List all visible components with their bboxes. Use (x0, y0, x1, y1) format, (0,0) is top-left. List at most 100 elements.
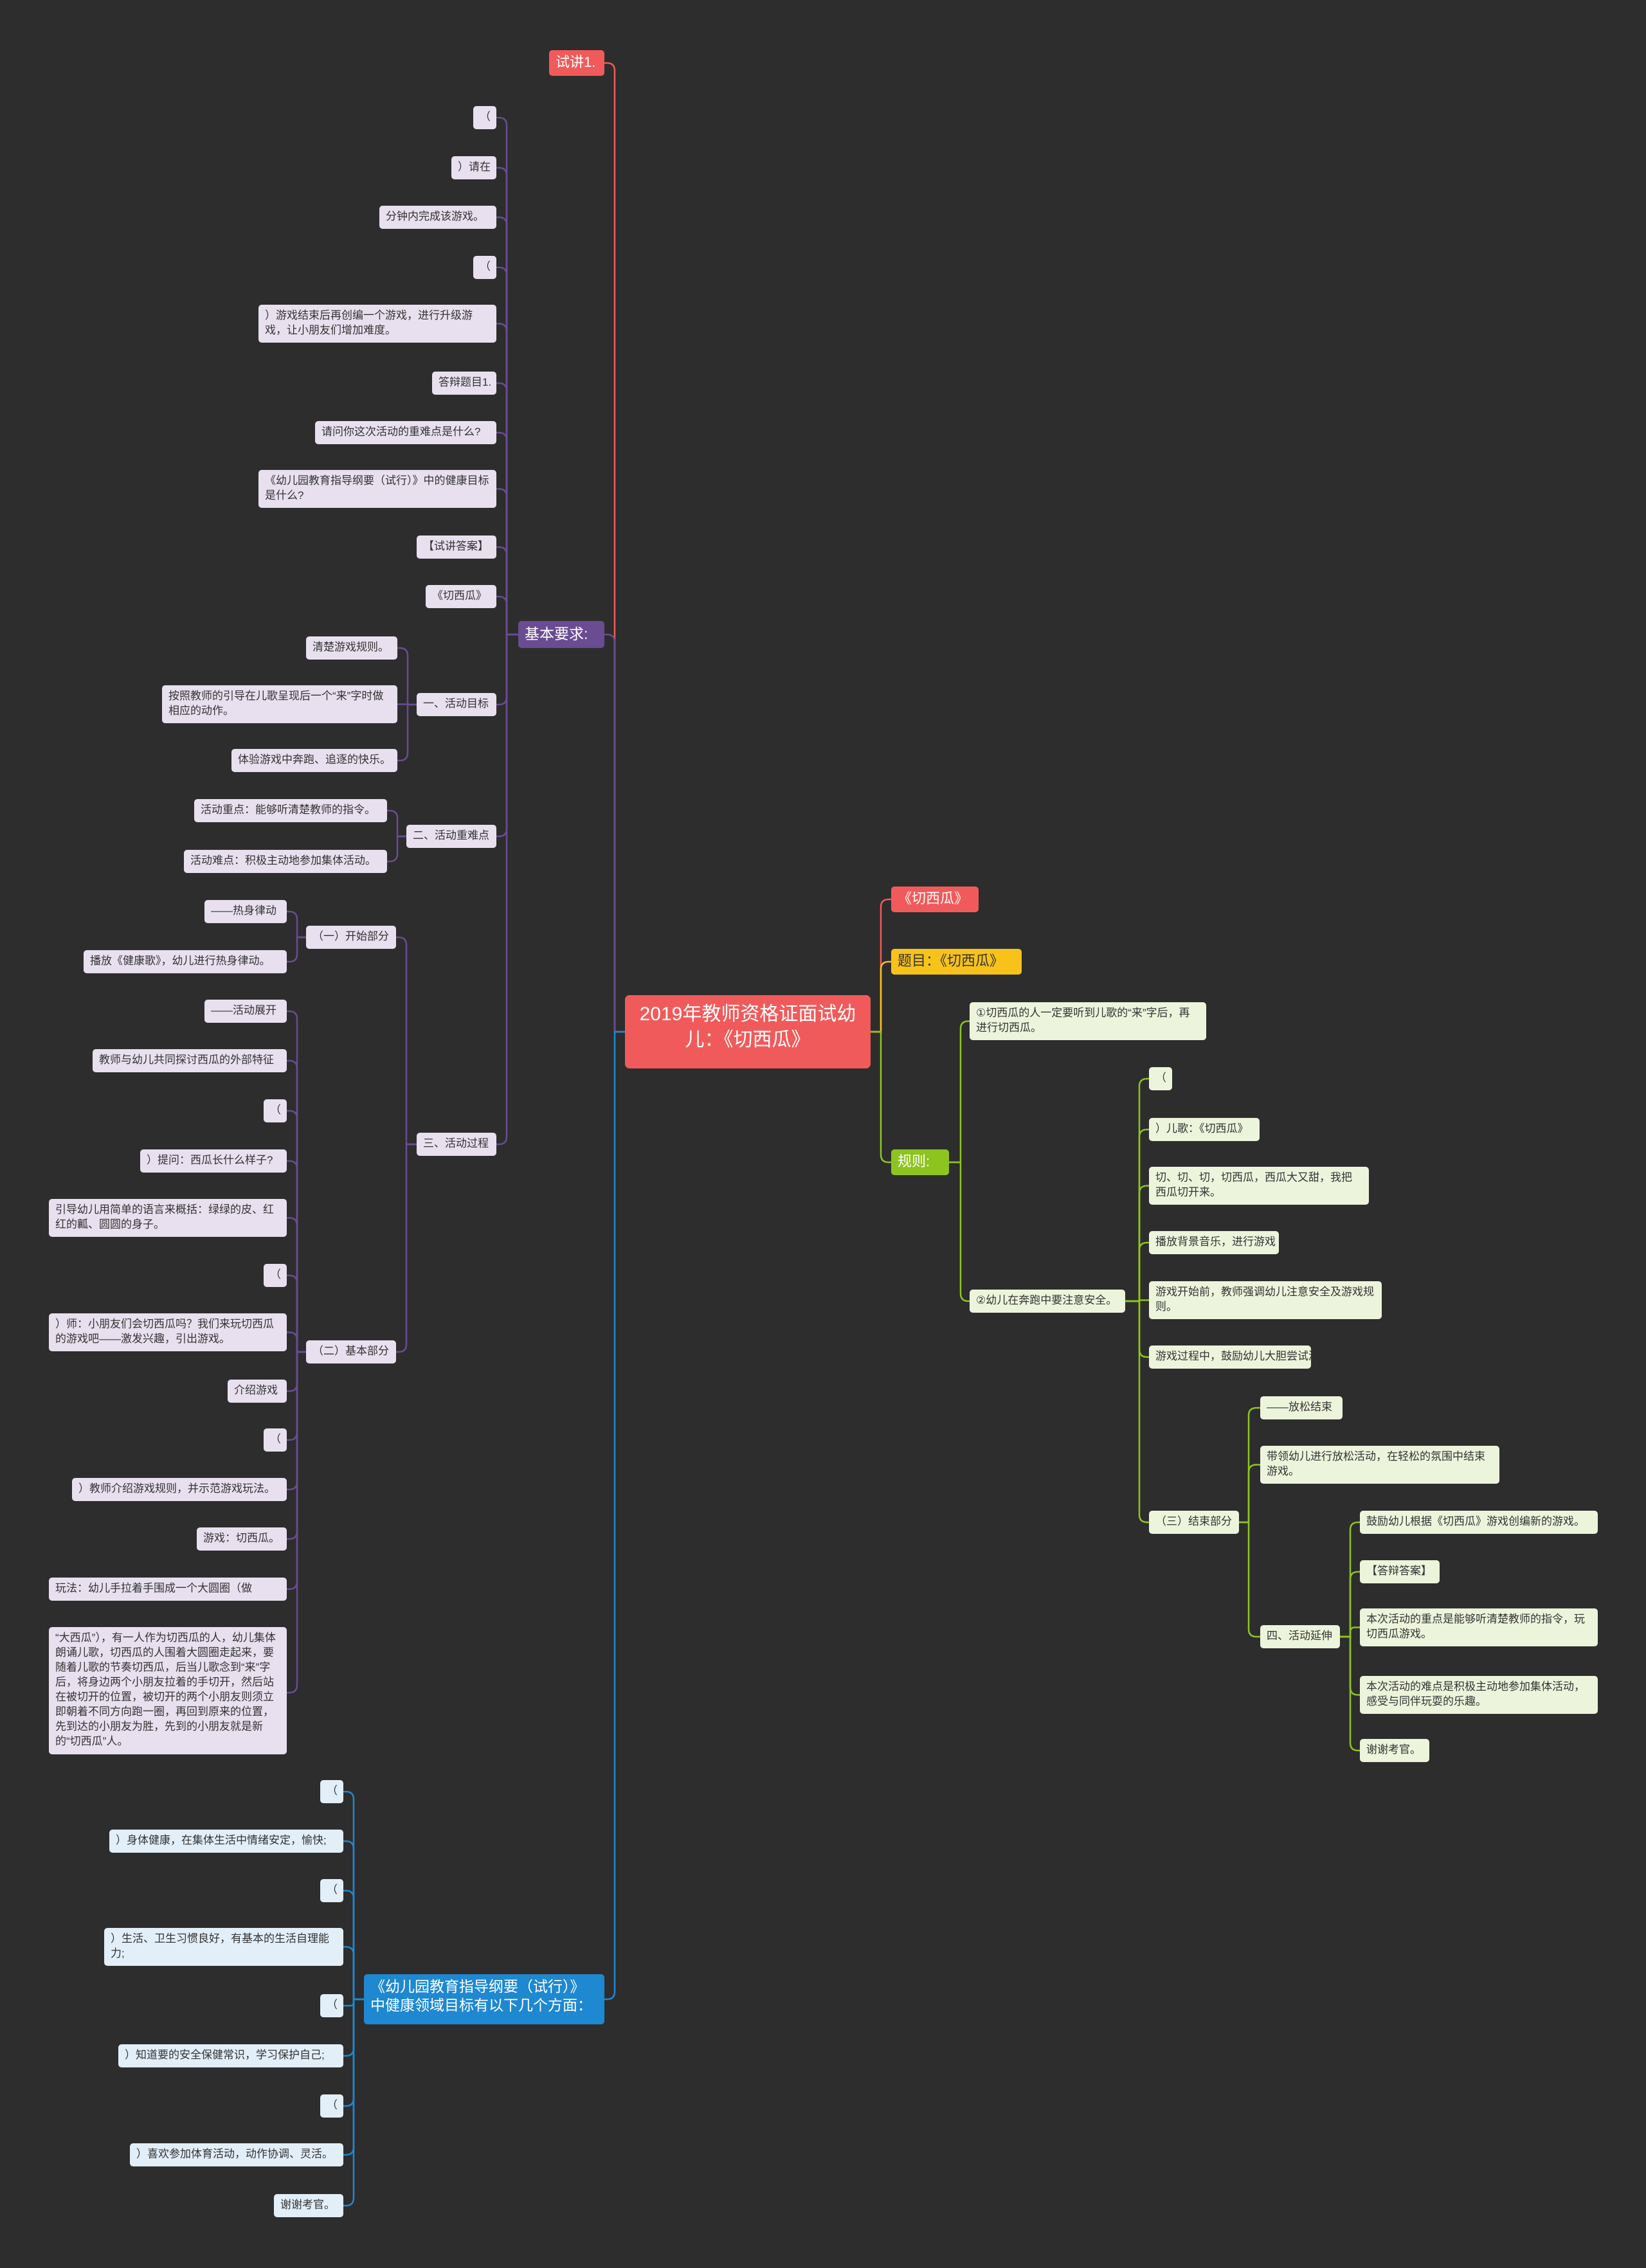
end-section[interactable]: （三）结束部分 (1149, 1511, 1239, 1534)
connector-line (496, 166, 518, 636)
process-section[interactable]: 三、活动过程 (417, 1133, 496, 1156)
extension-item[interactable]: 本次活动的重点是能够听清楚教师的指令，玩切西瓜游戏。 (1360, 1608, 1598, 1646)
basic-item[interactable]: （ (264, 1264, 287, 1287)
health-goal-item[interactable]: （ (320, 1879, 343, 1902)
requirement-item[interactable]: 【试讲答案】 (417, 536, 496, 559)
connector-line (343, 1840, 364, 2001)
connector-line (1125, 1128, 1149, 1302)
goal-item[interactable]: 清楚游戏规则。 (306, 636, 397, 660)
connector-line (1239, 1464, 1260, 1524)
connector-line (343, 1790, 364, 2001)
connector-line (496, 595, 518, 636)
health-goal-item[interactable]: （ (320, 1994, 343, 2017)
basic-item[interactable]: 教师与幼儿共同探讨西瓜的外部特征 (93, 1049, 287, 1072)
connector-line (496, 266, 518, 636)
rule-2-item[interactable]: 切、切、切，切西瓜，西瓜大又甜，我把西瓜切开来。 (1149, 1167, 1369, 1205)
requirement-item[interactable]: 答辩题目1. (432, 372, 496, 395)
goals-section[interactable]: 一、活动目标 (417, 693, 496, 716)
basic-item[interactable]: 玩法：幼儿手拉着手围成一个大圆圈（做 (49, 1578, 287, 1601)
rule-2-item[interactable]: ）儿歌：《切西瓜》 (1149, 1118, 1260, 1141)
basic-item[interactable]: 引导幼儿用简单的语言来概括：绿绿的皮、红红的瓤、圆圆的身子。 (49, 1199, 287, 1237)
keypoints-section[interactable]: 二、活动重难点 (406, 825, 496, 848)
connector-line (1340, 1635, 1360, 1752)
keypoint-item[interactable]: 活动难点：积极主动地参加集体活动。 (184, 850, 387, 873)
connector-line (343, 1946, 364, 2001)
connector-line (287, 1351, 306, 1694)
connector-line (287, 1274, 306, 1353)
basic-item[interactable]: “大西瓜”），有一人作为切西瓜的人，幼儿集体朗诵儿歌，切西瓜的人围着大圆圈走起来… (49, 1627, 287, 1754)
extension-item[interactable]: 鼓励幼儿根据《切西瓜》游戏创编新的游戏。 (1360, 1511, 1598, 1534)
basic-item[interactable]: （ (264, 1099, 287, 1122)
end-item[interactable]: ——放松结束 (1260, 1396, 1343, 1419)
connector-line (1340, 1521, 1360, 1638)
connector-line (496, 323, 518, 636)
rule-2-item[interactable]: 游戏开始前，教师强调幼儿注意安全及游戏规则。 (1149, 1281, 1382, 1319)
requirement-item[interactable]: ）请在 (451, 156, 496, 179)
start-section[interactable]: （一）开始部分 (306, 926, 396, 949)
basic-section[interactable]: （二）基本部分 (306, 1340, 396, 1364)
connector-line (1239, 1407, 1260, 1524)
extension-item[interactable]: 本次活动的难点是积极主动地参加集体活动，感受与同伴玩耍的乐趣。 (1360, 1676, 1598, 1714)
qiexigua-topic[interactable]: 《切西瓜》 (891, 887, 979, 912)
connector-line (496, 216, 518, 636)
connector-line (396, 936, 417, 1146)
connector-line (496, 431, 518, 636)
basic-item[interactable]: ）师：小朋友们会切西瓜吗？我们来玩切西瓜的游戏吧——激发兴趣，引出游戏。 (49, 1313, 287, 1351)
rule-2-item[interactable]: （ (1149, 1067, 1172, 1090)
rule-2-item[interactable]: 游戏过程中，鼓励幼儿大胆尝试游戏。 (1149, 1346, 1311, 1369)
shijiang-topic[interactable]: 试讲1. (549, 50, 604, 76)
goal-item[interactable]: 体验游戏中奔跑、追逐的快乐。 (231, 749, 397, 772)
health-goal-item[interactable]: ）生活、卫生习惯良好，有基本的生活自理能力; (104, 1928, 343, 1966)
requirement-item[interactable]: （ (473, 256, 496, 279)
health-goal-item[interactable]: （ (320, 1780, 343, 1803)
connector-line (397, 647, 417, 706)
health-goal-item[interactable]: ）知道要的安全保健常识，学习保护自己; (118, 2044, 343, 2067)
end-item[interactable]: 带领幼儿进行放松活动，在轻松的氛围中结束游戏。 (1260, 1446, 1499, 1484)
connector-line (1125, 1185, 1149, 1302)
guize-topic[interactable]: 规则: (891, 1149, 949, 1175)
connector-line (343, 1998, 364, 2207)
basic-item[interactable]: ）教师介绍游戏规则，并示范游戏玩法。 (72, 1478, 287, 1501)
start-item[interactable]: 播放《健康歌》，幼儿进行热身律动。 (84, 950, 287, 973)
health-goal-item[interactable]: ）喜欢参加体育活动，动作协调、灵活。 (130, 2143, 343, 2166)
rule-2[interactable]: ②幼儿在奔跑中要注意安全。 (970, 1290, 1125, 1313)
goal-item[interactable]: 按照教师的引导在儿歌呈现后一个“来”字时做相应的动作。 (162, 685, 397, 723)
health-goal-item[interactable]: ）身体健康，在集体生活中情绪安定，愉快; (109, 1830, 343, 1853)
connector-line (1125, 1300, 1149, 1524)
requirement-item[interactable]: （ (473, 106, 496, 129)
extension-item[interactable]: 【答辩答案】 (1360, 1560, 1440, 1583)
timu-topic[interactable]: 题目：《切西瓜》 (891, 949, 1022, 975)
rule-2-item[interactable]: 播放背景音乐，进行游戏 (1149, 1231, 1279, 1254)
requirement-item[interactable]: 请问你这次活动的重难点是什么? (315, 421, 496, 444)
connector-line (397, 703, 417, 762)
rule-1[interactable]: ①切西瓜的人一定要听到儿歌的“来”字后，再进行切西瓜。 (970, 1002, 1206, 1040)
health-goal-item[interactable]: （ (320, 2094, 343, 2118)
connector-line (287, 910, 306, 939)
connector-line (287, 1110, 306, 1353)
keypoint-item[interactable]: 活动重点：能够听清楚教师的指令。 (194, 799, 387, 822)
requirement-item[interactable]: ）游戏结束后再创编一个游戏，进行升级游戏，让小朋友们增加难度。 (258, 305, 496, 343)
extension-item[interactable]: 谢谢考官。 (1360, 1739, 1429, 1762)
basic-item[interactable]: ）提问：西瓜长什么样子? (140, 1149, 287, 1173)
start-item[interactable]: ——热身律动 (204, 900, 287, 923)
gangyao-topic[interactable]: 《幼儿园教育指导纲要（试行）》中健康领域目标有以下几个方面： (364, 1974, 604, 2024)
basic-item[interactable]: 介绍游戏 (228, 1380, 287, 1403)
requirement-item[interactable]: 《切西瓜》 (426, 585, 496, 608)
connector-line (1340, 1571, 1360, 1638)
health-goal-item[interactable]: 谢谢考官。 (274, 2194, 343, 2217)
connector-line (387, 835, 406, 863)
connector-line (949, 1020, 970, 1164)
connector-line (871, 1030, 891, 1164)
basic-item[interactable]: （ (264, 1428, 287, 1452)
basic-item[interactable]: 游戏：切西瓜。 (197, 1527, 287, 1551)
basic-item[interactable]: ——活动展开 (204, 1000, 287, 1023)
requirement-item[interactable]: 分钟内完成该游戏。 (379, 206, 496, 229)
connector-line (396, 1143, 417, 1353)
root-topic[interactable]: 2019年教师资格证面试幼儿：《切西瓜》 (625, 995, 871, 1068)
connector-line (1239, 1521, 1260, 1638)
extension-section[interactable]: 四、活动延伸 (1260, 1625, 1340, 1648)
requirement-item[interactable]: 《幼儿园教育指导纲要（试行）》中的健康目标是什么? (258, 470, 496, 508)
connector-line (1340, 1626, 1360, 1638)
jiben-topic[interactable]: 基本要求: (518, 621, 604, 648)
